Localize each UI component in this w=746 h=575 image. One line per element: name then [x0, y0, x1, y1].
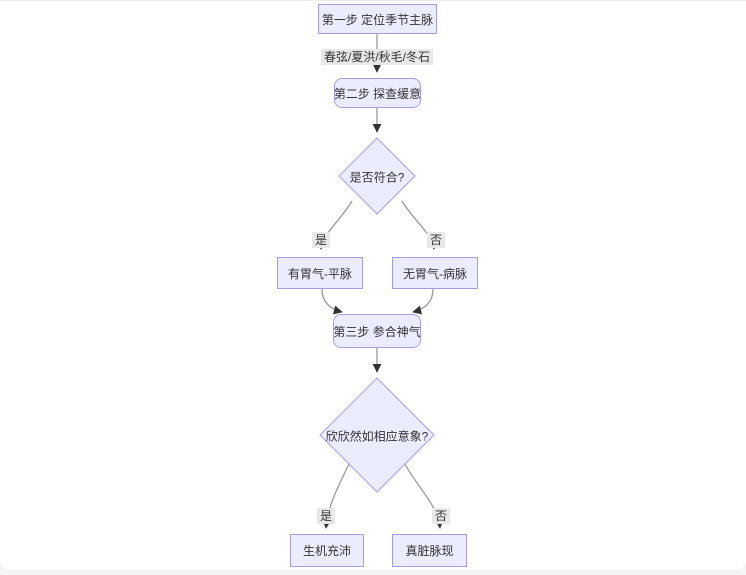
decision2-label: 欣欣然如相应意象? [325, 429, 429, 444]
node-step3: 第三步 参合神气 [333, 314, 421, 348]
edge-normal-step3 [321, 288, 343, 315]
node-step1: 第一步 定位季节主脉 [318, 4, 437, 34]
node-stomach-qi-sick: 无胃气-病脉 [392, 257, 478, 289]
node-step2: 第二步 探查缓意 [334, 78, 421, 108]
edge-sick-step3 [412, 288, 434, 315]
node-vitality: 生机充沛 [290, 534, 364, 567]
edge-label-seasons: 春弦/夏洪/秋毛/冬石 [320, 49, 434, 65]
edge-label-yes-1: 是 [311, 232, 331, 248]
node-zang-pulse: 真脏脉现 [392, 534, 467, 567]
decision1-label: 是否符合? [349, 170, 405, 185]
node-stomach-qi-normal: 有胃气-平脉 [277, 257, 363, 289]
edge-label-no-2: 否 [431, 508, 451, 524]
edge-label-no-1: 否 [426, 232, 446, 248]
edge-label-yes-2: 是 [316, 508, 336, 524]
